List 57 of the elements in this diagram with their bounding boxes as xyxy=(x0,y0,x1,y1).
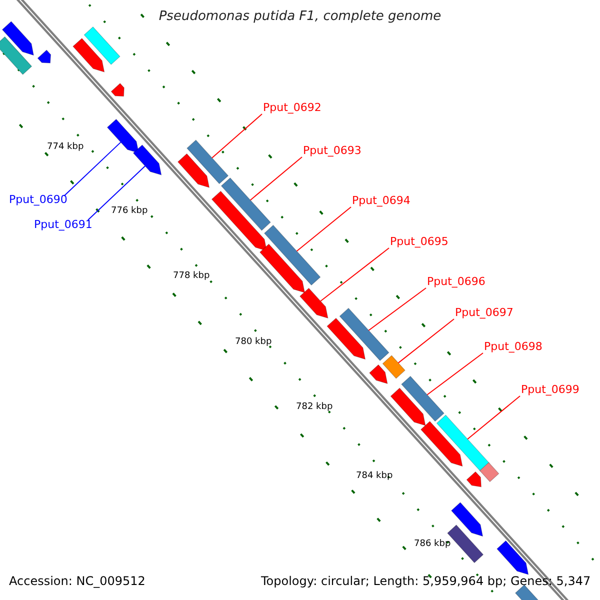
gene-block xyxy=(264,224,321,286)
leader-line xyxy=(250,156,302,201)
gene-label: Pput_0692 xyxy=(263,101,322,114)
gene-label: Pput_0690 xyxy=(9,193,68,206)
gene-block xyxy=(326,318,366,360)
gene-block xyxy=(390,388,426,426)
tick-label: 784 kbp xyxy=(356,471,393,482)
gene-block xyxy=(72,38,105,72)
gene-label: Pput_0693 xyxy=(303,144,362,158)
genome-summary: Topology: circular; Length: 5,959,964 bp; Genes: 5,347 xyxy=(261,574,591,588)
accession-text: Accession: NC_009512 xyxy=(9,574,146,588)
leader-line xyxy=(88,166,146,220)
gene-block xyxy=(479,462,500,482)
gene-label: Pput_0694 xyxy=(352,194,410,208)
gene-label: Pput_0699 xyxy=(521,383,580,396)
title: Pseudomonas putida F1, complete genome xyxy=(158,9,442,25)
leader-line xyxy=(467,396,520,440)
gene-block xyxy=(2,21,34,56)
tick-label: 778 kbp xyxy=(173,271,210,282)
gene-block xyxy=(299,288,328,318)
gene-block xyxy=(436,414,490,472)
gene-label: Pput_0698 xyxy=(484,340,542,354)
gene-block xyxy=(369,364,388,384)
leader-line xyxy=(368,288,426,331)
gene-block xyxy=(0,36,32,75)
leader-line xyxy=(398,318,454,364)
gene-block xyxy=(382,355,406,379)
gene-block xyxy=(110,82,124,97)
leader-line xyxy=(426,352,484,396)
gene-block xyxy=(211,190,267,252)
gene-label: Pput_0695 xyxy=(390,235,448,248)
tick-label: 774 kbp xyxy=(47,142,84,153)
gene-block xyxy=(84,26,120,65)
gene-block xyxy=(420,420,463,466)
leader-line xyxy=(320,248,390,302)
gene-block xyxy=(466,471,482,488)
gene-label: Pput_0697 xyxy=(455,306,514,320)
gene-block xyxy=(496,540,529,575)
leader-line xyxy=(64,142,122,196)
gene-block xyxy=(339,308,390,361)
gene-block xyxy=(132,144,162,176)
leader-line xyxy=(212,114,262,158)
gene-label: Pput_0696 xyxy=(427,275,486,288)
tick-label: 786 kbp xyxy=(414,539,451,550)
gene-label: Pput_0691 xyxy=(34,218,92,232)
gene-block xyxy=(220,177,271,231)
tick-label: 780 kbp xyxy=(235,337,272,348)
gene-block xyxy=(106,118,139,154)
tick-label: 776 kbp xyxy=(111,206,148,217)
gene-block xyxy=(37,50,51,64)
gene-block xyxy=(401,376,444,422)
leader-line xyxy=(296,206,352,252)
gene-block xyxy=(259,244,305,293)
gene-block xyxy=(177,153,210,188)
gene-block xyxy=(450,502,483,536)
gene-block xyxy=(186,140,228,184)
tick-label: 782 kbp xyxy=(296,402,333,413)
